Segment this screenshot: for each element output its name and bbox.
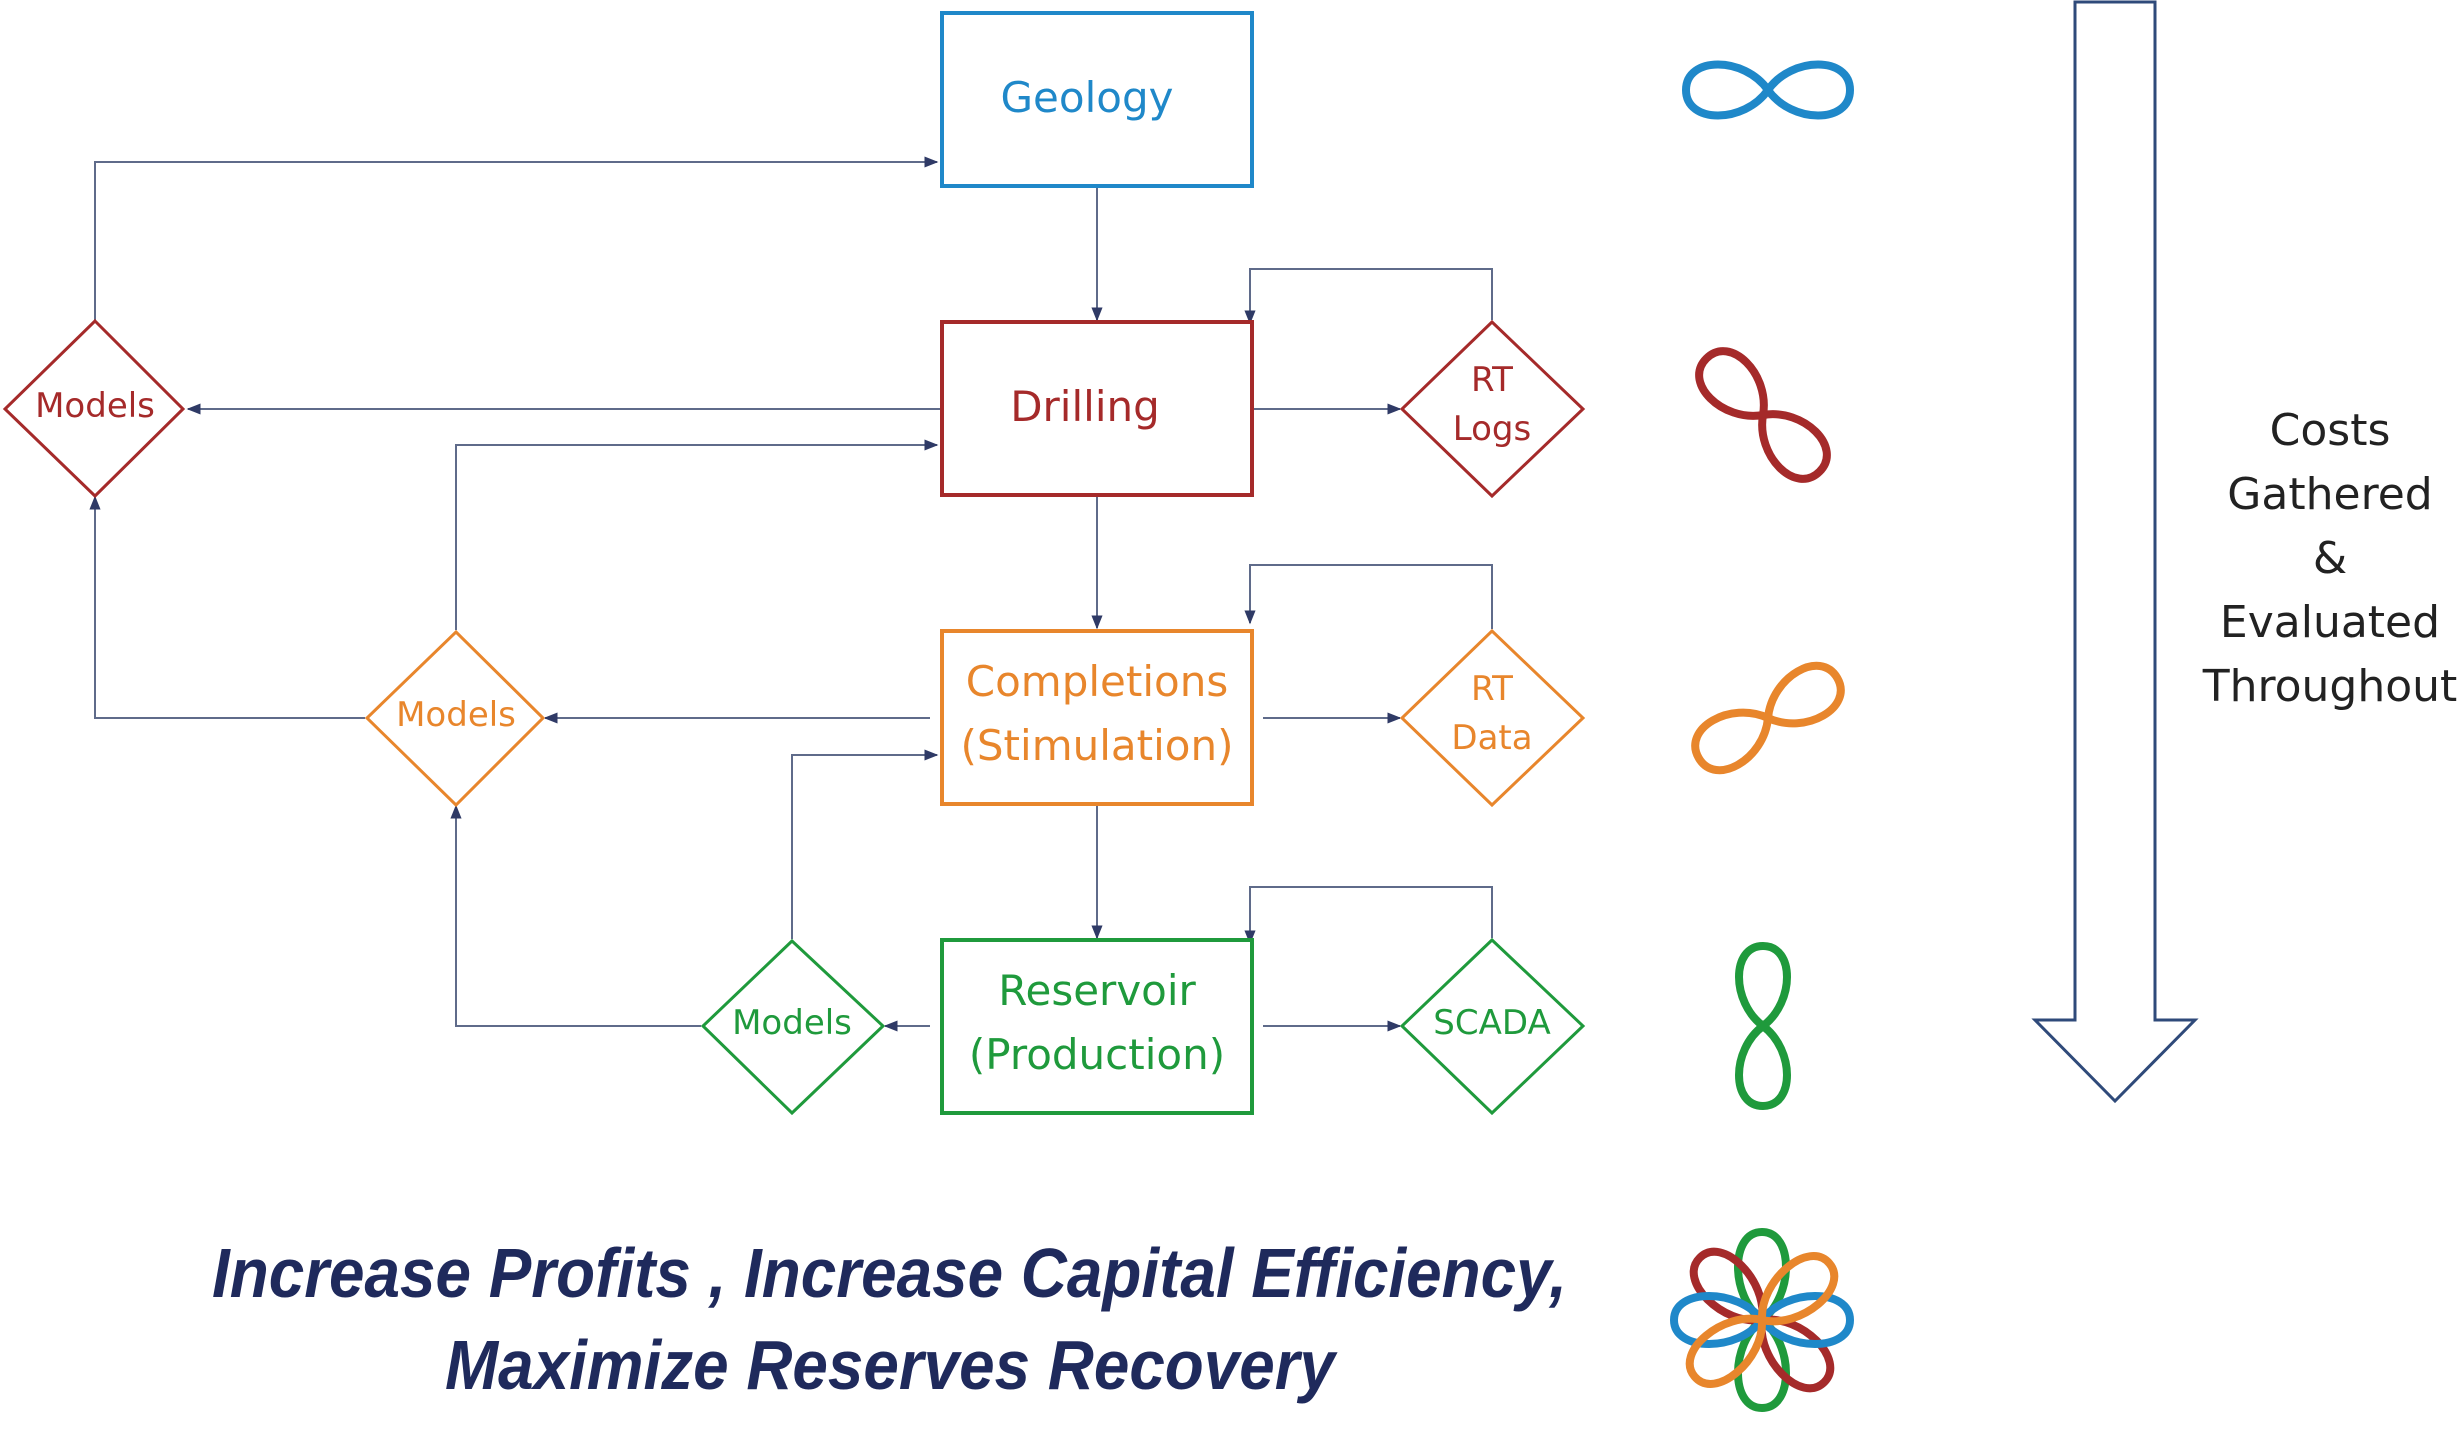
infinity-orange-icon	[1691, 661, 1845, 775]
infinity-green-icon	[1735, 941, 1791, 1111]
tagline: Increase Profits , Increase Capital Effi…	[212, 1234, 1567, 1404]
box-geology: Geology	[940, 11, 1254, 188]
connectors	[89, 156, 1493, 1032]
diamond-drilling-models: Models	[2, 318, 186, 499]
diamond-scada-label: SCADA	[1433, 1003, 1550, 1043]
diamond-scada: SCADA	[1399, 937, 1586, 1116]
diamond-reservoir-models-label: Models	[732, 1003, 852, 1043]
box-completions-label-line1: Completions	[966, 657, 1228, 706]
connector-rtlogs-drilling	[1244, 268, 1493, 325]
diamond-rt-data: RT Data	[1399, 628, 1586, 808]
box-drilling: Drilling	[940, 320, 1254, 497]
infinity-red-icon	[1695, 347, 1831, 483]
combined-loops-icon	[1669, 1227, 1855, 1413]
diamond-rt-logs-label-line2: Logs	[1453, 409, 1531, 449]
diamond-drilling-models-label: Models	[35, 386, 155, 426]
side-label-line3: &	[2313, 533, 2347, 584]
costs-side-label: Costs Gathered & Evaluated Throughout	[2202, 405, 2458, 712]
side-label-line5: Throughout	[2202, 661, 2458, 712]
diamond-rt-logs: RT Logs	[1399, 319, 1586, 499]
box-completions: Completions (Stimulation)	[940, 629, 1254, 806]
infinity-blue-icon	[1681, 60, 1855, 120]
diamond-rt-logs-label-line1: RT	[1471, 360, 1513, 400]
box-reservoir-label-line2: (Production)	[969, 1030, 1225, 1079]
connector-models-mid-drilling	[455, 439, 939, 630]
connector-rtdata-completions	[1244, 564, 1493, 629]
diamond-completions-models: Models	[364, 629, 546, 808]
tagline-line2: Maximize Reserves Recovery	[445, 1326, 1338, 1404]
connector-models-geology	[94, 156, 939, 320]
diamond-rt-data-label-line1: RT	[1471, 669, 1513, 709]
diamond-reservoir-models: Models	[700, 938, 886, 1116]
box-completions-label-line2: (Stimulation)	[961, 721, 1234, 770]
connector-models-bottom-mid	[450, 804, 701, 1027]
down-arrow-icon	[2031, 0, 2199, 1104]
box-reservoir: Reservoir (Production)	[940, 938, 1254, 1115]
side-label-line4: Evaluated	[2220, 597, 2440, 648]
connector-models-bottom-completions	[791, 749, 939, 939]
box-drilling-label: Drilling	[1010, 382, 1160, 431]
side-label-line1: Costs	[2270, 405, 2391, 456]
connector-models-mid-left	[89, 495, 365, 719]
side-label-line2: Gathered	[2227, 469, 2432, 520]
connector-scada-reservoir	[1244, 886, 1493, 945]
diamond-rt-data-label-line2: Data	[1451, 718, 1532, 758]
box-reservoir-label-line1: Reservoir	[998, 966, 1196, 1015]
diamond-completions-models-label: Models	[396, 695, 516, 735]
tagline-line1: Increase Profits , Increase Capital Effi…	[212, 1234, 1567, 1312]
box-geology-label: Geology	[1001, 73, 1174, 122]
